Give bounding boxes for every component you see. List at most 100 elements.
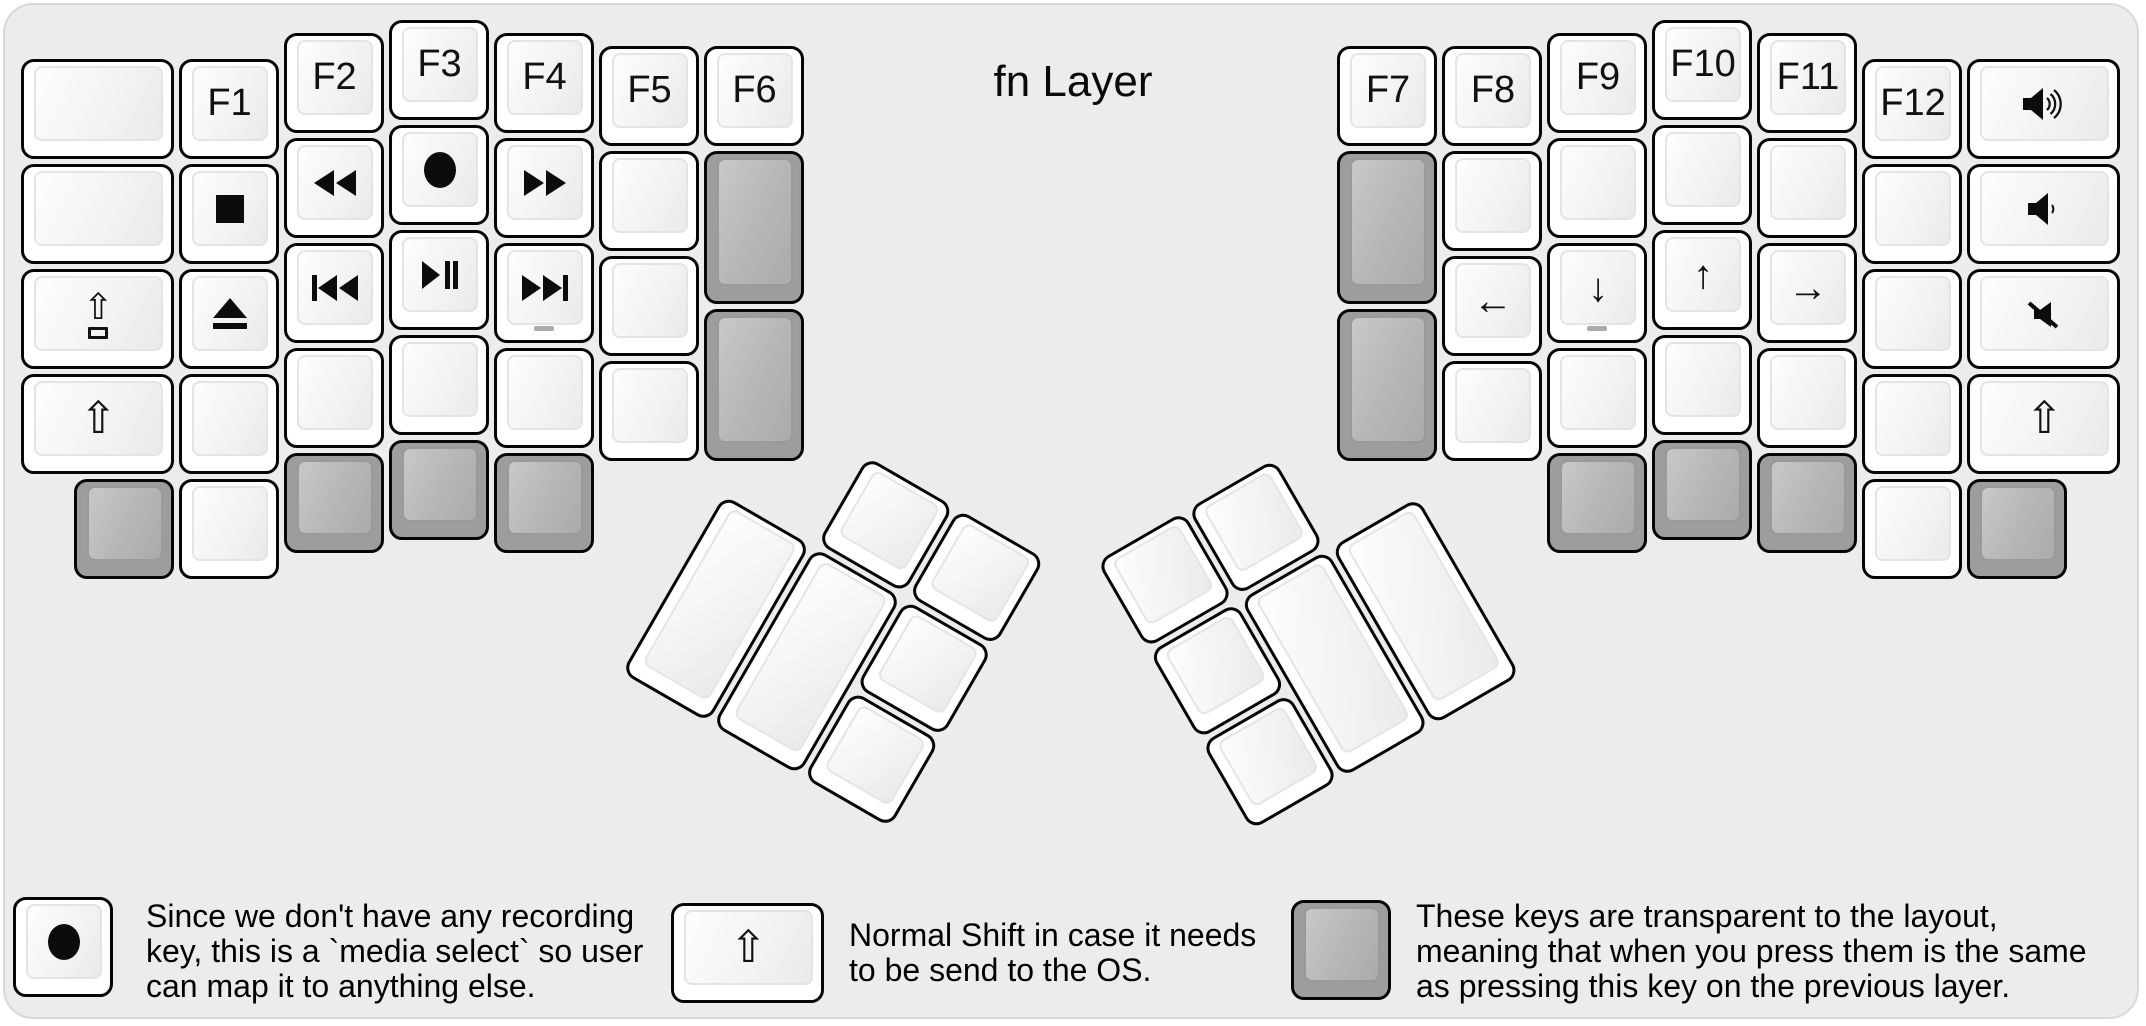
key-shift[interactable]: ⇧	[1967, 374, 2120, 475]
key-arrow-up[interactable]: ↑	[1652, 230, 1752, 330]
key-blank[interactable]	[598, 151, 699, 252]
key-blank[interactable]	[1547, 138, 1647, 239]
key-volume-up[interactable]	[1967, 59, 2120, 160]
key-blank[interactable]	[598, 361, 699, 462]
keycap-surface: ←	[1455, 263, 1531, 339]
play-pause-icon	[421, 260, 458, 290]
key-blank[interactable]	[1652, 335, 1752, 435]
key-eject[interactable]	[178, 269, 279, 370]
key-blank[interactable]	[1757, 348, 1857, 449]
keycap-surface	[296, 250, 373, 326]
mute-icon	[2026, 296, 2062, 332]
key-transparent[interactable]	[1967, 479, 2067, 580]
key-blank[interactable]	[1547, 348, 1647, 449]
keycap-surface	[191, 381, 268, 457]
keycap-surface	[1770, 145, 1846, 221]
shift-icon: ⇧	[2025, 393, 2063, 443]
key-blank[interactable]	[1442, 151, 1542, 252]
legend-transparent-keys-key-icon[interactable]	[1291, 900, 1391, 1000]
key-f10[interactable]: F10	[1652, 20, 1752, 120]
key-blank[interactable]	[178, 479, 279, 580]
key-arrow-right[interactable]: →	[1757, 243, 1857, 344]
key-f1[interactable]: F1	[178, 59, 279, 160]
key-label: F8	[1470, 69, 1516, 112]
key-f2[interactable]: F2	[283, 33, 384, 134]
key-record[interactable]	[388, 125, 489, 225]
key-transparent[interactable]	[73, 479, 174, 580]
key-transparent[interactable]	[283, 453, 384, 554]
keycap-surface	[191, 276, 268, 352]
keycap-surface	[1665, 132, 1741, 207]
key-transparent[interactable]	[1337, 308, 1437, 462]
key-blank[interactable]	[21, 164, 174, 265]
key-transparent[interactable]	[1337, 151, 1437, 304]
key-f3[interactable]: F3	[388, 20, 489, 120]
key-blank[interactable]	[1862, 479, 1962, 580]
shift-icon: ⇧	[79, 393, 117, 443]
key-label: F12	[1880, 82, 1946, 125]
arrow-right-icon: →	[1788, 265, 1828, 310]
key-transparent[interactable]	[703, 151, 804, 304]
keycap-surface: F8	[1455, 53, 1531, 129]
key-blank[interactable]	[283, 348, 384, 449]
key-next-track[interactable]	[493, 243, 594, 344]
legend-text-line: can map it to anything else.	[146, 968, 536, 1004]
key-blank[interactable]	[388, 335, 489, 435]
key-blank[interactable]	[598, 256, 699, 357]
key-volume-down[interactable]	[1967, 164, 2120, 265]
arrow-left-icon: ←	[1473, 278, 1513, 323]
key-transparent[interactable]	[388, 440, 489, 540]
key-f6[interactable]: F6	[703, 46, 804, 147]
keycap-surface: F12	[1875, 66, 1951, 142]
key-fast-forward[interactable]	[493, 138, 594, 239]
key-blank[interactable]	[493, 348, 594, 449]
key-stop[interactable]	[178, 164, 279, 265]
key-blank[interactable]	[1862, 269, 1962, 370]
key-shift[interactable]: ⇧	[21, 374, 174, 475]
key-blank[interactable]	[1652, 125, 1752, 225]
keycap-surface	[1304, 907, 1380, 982]
key-transparent[interactable]	[493, 453, 594, 554]
key-blank[interactable]	[1862, 374, 1962, 475]
eject-icon	[212, 298, 247, 330]
key-f12[interactable]: F12	[1862, 59, 1962, 160]
key-blank[interactable]	[1862, 164, 1962, 265]
key-transparent[interactable]	[1547, 453, 1647, 554]
key-prev-track[interactable]	[283, 243, 384, 344]
key-f7[interactable]: F7	[1337, 46, 1437, 147]
key-label: F6	[732, 69, 777, 112]
key-label: F5	[627, 69, 672, 112]
legend-normal-shift-key-icon[interactable]: ⇧	[671, 903, 824, 1003]
key-caps-lock[interactable]: ⇧	[21, 269, 174, 370]
key-arrow-down[interactable]: ↓	[1547, 243, 1647, 344]
key-f5[interactable]: F5	[598, 46, 699, 147]
key-label: F1	[207, 82, 252, 125]
key-rewind[interactable]	[283, 138, 384, 239]
legend-media-select-key-icon[interactable]	[13, 897, 113, 997]
keycap-surface	[1560, 355, 1636, 431]
key-f11[interactable]: F11	[1757, 33, 1857, 134]
keycap-surface	[1560, 145, 1636, 221]
key-f4[interactable]: F4	[493, 33, 594, 134]
key-blank[interactable]	[21, 59, 174, 160]
key-f9[interactable]: F9	[1547, 33, 1647, 134]
key-blank[interactable]	[178, 374, 279, 475]
keycap-surface	[1455, 368, 1531, 444]
key-label: F7	[1365, 69, 1411, 112]
key-play-pause[interactable]	[388, 230, 489, 330]
keycap-surface: ↓	[1560, 250, 1636, 326]
key-transparent[interactable]	[1652, 440, 1752, 540]
keycap-surface	[1875, 276, 1951, 352]
key-transparent[interactable]	[1757, 453, 1857, 554]
key-blank[interactable]	[1442, 361, 1542, 462]
key-f8[interactable]: F8	[1442, 46, 1542, 147]
key-blank[interactable]	[1757, 138, 1857, 239]
key-arrow-left[interactable]: ←	[1442, 256, 1542, 357]
key-mute[interactable]	[1967, 269, 2120, 370]
fast-forward-icon	[523, 169, 566, 196]
keycap-surface: F6	[716, 53, 793, 129]
key-transparent[interactable]	[703, 308, 804, 462]
key-label: F4	[522, 56, 567, 99]
